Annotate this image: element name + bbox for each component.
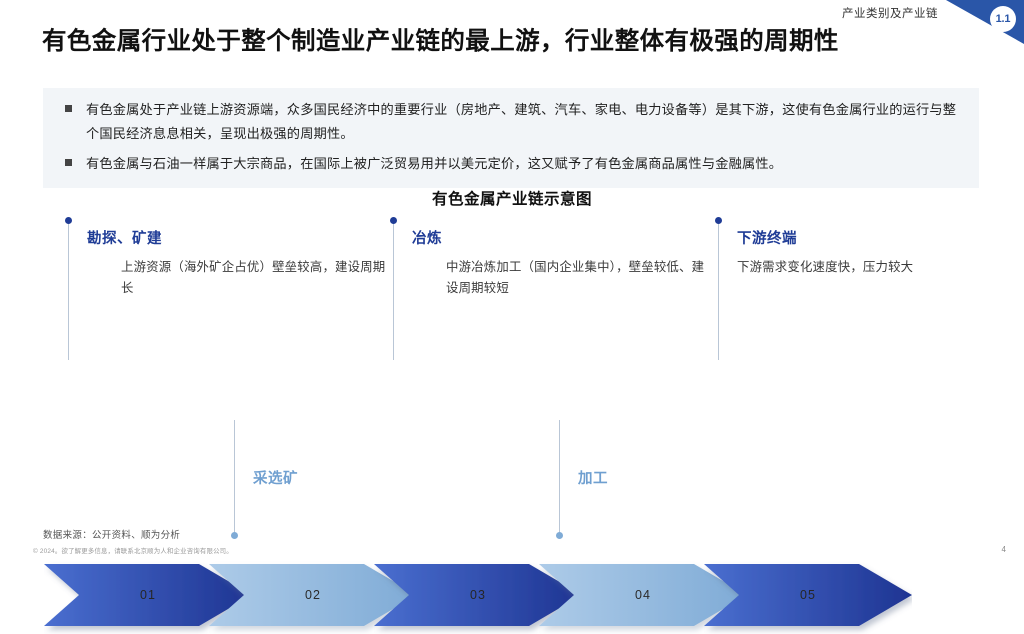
stage-label-03: 冶炼 中游冶炼加工（国内企业集中），壁垒较低、建设周期较短 xyxy=(412,227,712,299)
source-note: 数据来源：公开资料、顺为分析 xyxy=(43,530,181,541)
value-chain-diagram: 勘探、矿建 上游资源（海外矿企占优）壁垒较高，建设周期长 冶炼 中游冶炼加工（国… xyxy=(0,215,1024,626)
bullet-item: 有色金属处于产业链上游资源端，众多国民经济中的重要行业（房地产、建筑、汽车、家电… xyxy=(43,98,979,146)
connector-dot-stage-3 xyxy=(390,217,397,224)
connector-line-stage-4 xyxy=(559,420,560,535)
stage-heading-03: 冶炼 xyxy=(412,231,442,247)
connector-dot-stage-2 xyxy=(231,532,238,539)
stage-body-03: 中游冶炼加工（国内企业集中），壁垒较低、建设周期较短 xyxy=(446,260,705,295)
page-number: 4 xyxy=(1001,545,1006,554)
breadcrumb: 产业类别及产业链 xyxy=(842,8,938,20)
stage-label-02: 采选矿 xyxy=(253,471,298,487)
stage-label-01: 勘探、矿建 上游资源（海外矿企占优）壁垒较高，建设周期长 xyxy=(87,227,387,299)
connector-line-stage-1 xyxy=(68,220,69,360)
stage-heading-05: 下游终端 xyxy=(737,231,797,247)
summary-panel: 有色金属处于产业链上游资源端，众多国民经济中的重要行业（房地产、建筑、汽车、家电… xyxy=(43,88,979,188)
stage-heading-01: 勘探、矿建 xyxy=(87,231,162,247)
copyright-note: © 2024。欲了解更多信息，请联系北京顺为人和企业咨询有限公司。 xyxy=(33,548,233,555)
connector-dot-stage-4 xyxy=(556,532,563,539)
chevron-stage-05[interactable]: 05 xyxy=(704,556,912,634)
bullet-text: 有色金属与石油一样属于大宗商品，在国际上被广泛贸易用并以美元定价，这又赋予了有色… xyxy=(86,156,783,171)
bullet-item: 有色金属与石油一样属于大宗商品，在国际上被广泛贸易用并以美元定价，这又赋予了有色… xyxy=(43,152,979,176)
connector-dot-stage-1 xyxy=(65,217,72,224)
stage-body-05: 下游需求变化速度快，压力较大 xyxy=(737,260,914,274)
section-number-badge: 1.1 xyxy=(990,6,1016,32)
bullet-text: 有色金属处于产业链上游资源端，众多国民经济中的重要行业（房地产、建筑、汽车、家电… xyxy=(86,102,957,141)
connector-line-stage-2 xyxy=(234,420,235,535)
connector-line-stage-5 xyxy=(718,220,719,360)
bullet-square-icon xyxy=(65,105,72,112)
connector-line-stage-3 xyxy=(393,220,394,360)
bullet-square-icon xyxy=(65,159,72,166)
diagram-title: 有色金属产业链示意图 xyxy=(431,191,592,208)
page-title: 有色金属行业处于整个制造业产业链的最上游，行业整体有极强的周期性 xyxy=(42,28,839,55)
stage-label-04: 加工 xyxy=(578,471,608,487)
section-corner-flag: 1.1 xyxy=(946,0,1024,44)
chevron-shape-05 xyxy=(704,564,912,626)
stage-label-05: 下游终端 下游需求变化速度快，压力较大 xyxy=(737,227,1012,278)
connector-dot-stage-5 xyxy=(715,217,722,224)
stage-body-01: 上游资源（海外矿企占优）壁垒较高，建设周期长 xyxy=(121,260,386,295)
